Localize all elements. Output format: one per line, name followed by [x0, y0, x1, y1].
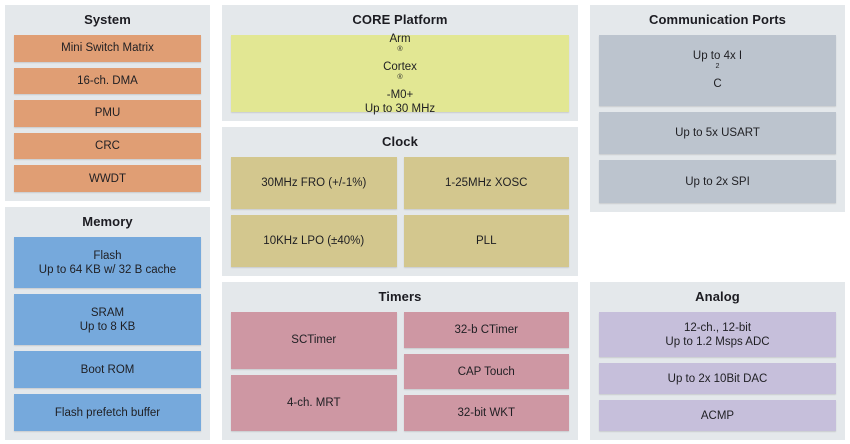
block-pll[interactable]: PLL: [403, 215, 569, 267]
block-text-group: Flash Up to 64 KB w/ 32 B cache: [39, 249, 176, 277]
registered-trademark-icon: ®: [397, 44, 403, 53]
panel-body-memory: Flash Up to 64 KB w/ 32 B cache SRAM Up …: [14, 237, 201, 431]
panel-analog: Analog 12-ch., 12-bit Up to 1.2 Msps ADC…: [590, 282, 845, 440]
block-label-line1: Arm® Cortex®-M0+: [365, 32, 435, 102]
block-label: 30MHz FRO (+/-1%): [261, 177, 367, 189]
timers-column-left: SCTimer 4-ch. MRT: [231, 312, 397, 431]
block-label: PMU: [94, 107, 121, 120]
block-label: SCTimer: [291, 334, 337, 347]
block-wwdt[interactable]: WWDT: [14, 165, 201, 192]
block-label: ACMP: [700, 409, 735, 422]
block-lpo[interactable]: 10KHz LPO (±40%): [231, 215, 397, 267]
block-label: Mini Switch Matrix: [61, 42, 154, 55]
panel-body-timers: SCTimer 4-ch. MRT 32-b CTimer CAP Touch …: [231, 312, 569, 432]
panel-body-core-platform: Arm® Cortex®-M0+ Up to 30 MHz: [231, 33, 569, 115]
block-label: Up to 2x SPI: [685, 175, 750, 188]
core-text-post: -M0+: [386, 88, 414, 101]
block-dma[interactable]: 16-ch. DMA: [14, 67, 201, 95]
panel-title-system: System: [84, 12, 131, 27]
panel-system: System Mini Switch Matrix 16-ch. DMA PMU…: [5, 5, 210, 201]
registered-trademark-icon: ®: [397, 72, 403, 81]
block-label-line1: Flash: [93, 249, 122, 262]
block-label: 4-ch. MRT: [287, 396, 341, 409]
block-boot-rom[interactable]: Boot ROM: [14, 351, 201, 388]
block-text-group: Arm® Cortex®-M0+ Up to 30 MHz: [365, 32, 435, 116]
block-flash-prefetch-buffer[interactable]: Flash prefetch buffer: [14, 394, 201, 431]
panel-memory: Memory Flash Up to 64 KB w/ 32 B cache S…: [5, 207, 210, 440]
block-text-group: SRAM Up to 8 KB: [80, 306, 136, 334]
block-label: 1-25MHz XOSC: [445, 177, 528, 189]
block-text-group: 12-ch., 12-bit Up to 1.2 Msps ADC: [665, 321, 769, 349]
block-label: WWDT: [88, 172, 127, 185]
block-label: Flash prefetch buffer: [54, 406, 161, 419]
panel-timers: Timers SCTimer 4-ch. MRT 32-b CTimer CAP…: [222, 282, 578, 440]
block-label: 32-bit WKT: [457, 407, 515, 420]
block-label: Boot ROM: [80, 363, 135, 376]
block-flash[interactable]: Flash Up to 64 KB w/ 32 B cache: [14, 237, 201, 288]
block-label: 16-ch. DMA: [77, 74, 138, 87]
i2c-text-pre: Up to 4x I: [692, 50, 743, 63]
block-label: Up to 5x USART: [675, 127, 760, 139]
block-label-line2: Up to 1.2 Msps ADC: [665, 335, 770, 348]
block-ctimer[interactable]: 32-b CTimer: [403, 312, 569, 348]
panel-title-core-platform: CORE Platform: [352, 12, 448, 27]
block-label: CAP Touch: [457, 365, 515, 378]
panel-body-analog: 12-ch., 12-bit Up to 1.2 Msps ADC Up to …: [599, 312, 836, 431]
block-xosc[interactable]: 1-25MHz XOSC: [403, 157, 569, 209]
block-pmu[interactable]: PMU: [14, 100, 201, 127]
block-label: 10KHz LPO (±40%): [263, 235, 365, 247]
block-label: 32-b CTimer: [454, 323, 518, 336]
i2c-text-post: C: [713, 78, 722, 91]
panel-title-analog: Analog: [695, 289, 740, 304]
timers-column-right: 32-b CTimer CAP Touch 32-bit WKT: [403, 312, 569, 432]
core-text-pre: Arm: [389, 32, 411, 45]
superscript-two-icon: 2: [715, 62, 720, 71]
block-arm-cortex-m0plus[interactable]: Arm® Cortex®-M0+ Up to 30 MHz: [231, 33, 569, 115]
block-sram[interactable]: SRAM Up to 8 KB: [14, 294, 201, 345]
panel-title-clock: Clock: [382, 134, 418, 149]
block-mrt[interactable]: 4-ch. MRT: [231, 374, 397, 431]
block-cap-touch[interactable]: CAP Touch: [403, 353, 569, 390]
block-dac[interactable]: Up to 2x 10Bit DAC: [599, 363, 836, 394]
block-label-line2: Up to 64 KB w/ 32 B cache: [38, 263, 177, 276]
block-fro[interactable]: 30MHz FRO (+/-1%): [231, 157, 397, 209]
panel-clock: Clock 30MHz FRO (+/-1%) 1-25MHz XOSC 10K…: [222, 127, 578, 276]
block-label: CRC: [95, 140, 120, 153]
block-label: Up to 2x 10Bit DAC: [667, 372, 768, 385]
panel-title-timers: Timers: [378, 289, 422, 304]
block-adc[interactable]: 12-ch., 12-bit Up to 1.2 Msps ADC: [599, 312, 836, 357]
block-wkt[interactable]: 32-bit WKT: [403, 395, 569, 432]
block-label-line1: 12-ch., 12-bit: [683, 321, 752, 334]
panel-title-communication-ports: Communication Ports: [649, 12, 786, 27]
block-label-line1: SRAM: [90, 306, 125, 319]
panel-title-memory: Memory: [82, 214, 133, 229]
block-label-line2: Up to 30 MHz: [364, 102, 436, 115]
block-crc[interactable]: CRC: [14, 132, 201, 160]
block-usart[interactable]: Up to 5x USART: [599, 111, 836, 155]
block-acmp[interactable]: ACMP: [599, 400, 836, 431]
block-spi[interactable]: Up to 2x SPI: [599, 160, 836, 204]
panel-body-clock: 30MHz FRO (+/-1%) 1-25MHz XOSC 10KHz LPO…: [231, 157, 569, 267]
block-label-line2: Up to 8 KB: [79, 320, 136, 333]
block-mini-switch-matrix[interactable]: Mini Switch Matrix: [14, 35, 201, 62]
panel-core-platform: CORE Platform Arm® Cortex®-M0+ Up to 30 …: [222, 5, 578, 121]
panel-body-system: Mini Switch Matrix 16-ch. DMA PMU CRC WW…: [14, 35, 201, 192]
core-text-mid: Cortex: [383, 60, 417, 73]
block-sctimer[interactable]: SCTimer: [231, 312, 397, 369]
block-label: PLL: [476, 235, 497, 247]
